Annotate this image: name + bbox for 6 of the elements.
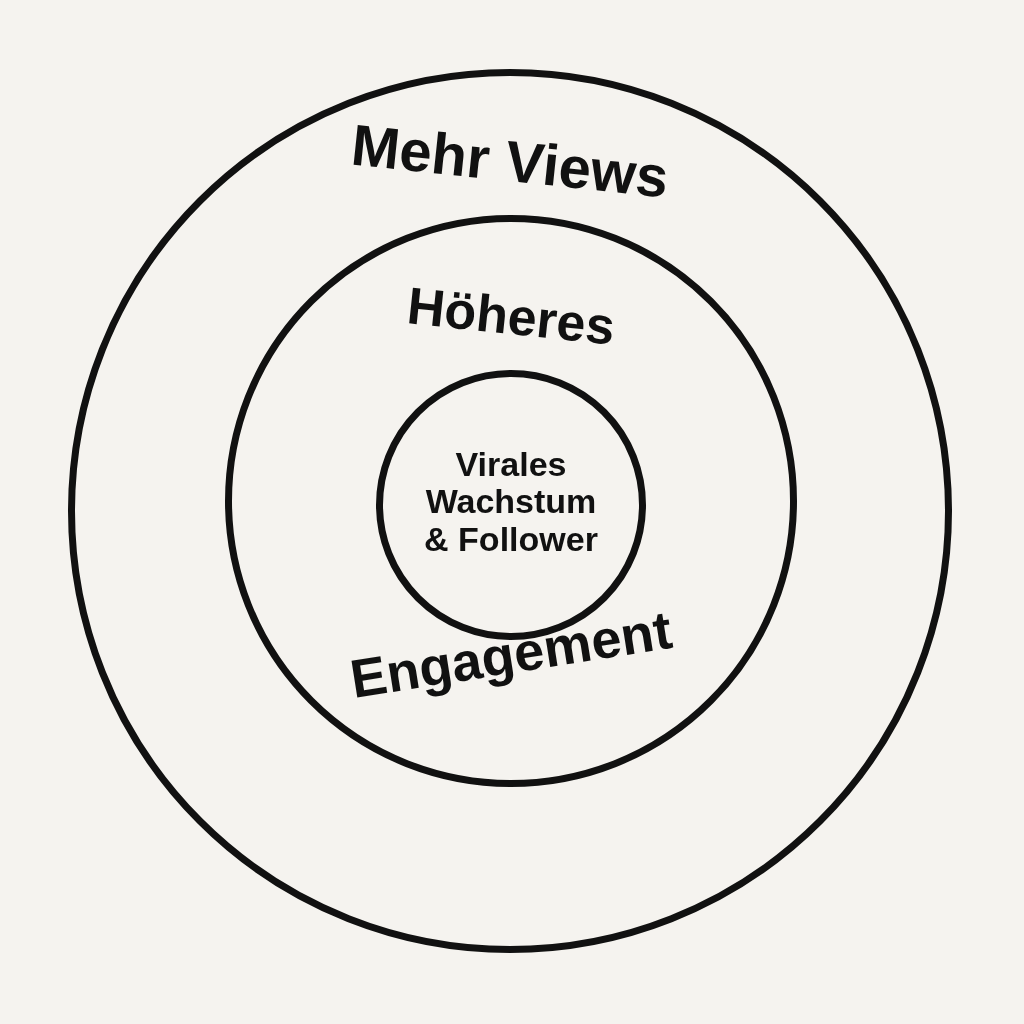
circle-label: Mehr Views [347, 110, 673, 212]
circle-label: Engagement [345, 598, 677, 712]
concentric-circle [68, 69, 952, 953]
circle-label: Virales Wachstum & Follower [423, 445, 599, 559]
circle-label: Höheres [403, 275, 619, 358]
concentric-circle [225, 215, 797, 787]
